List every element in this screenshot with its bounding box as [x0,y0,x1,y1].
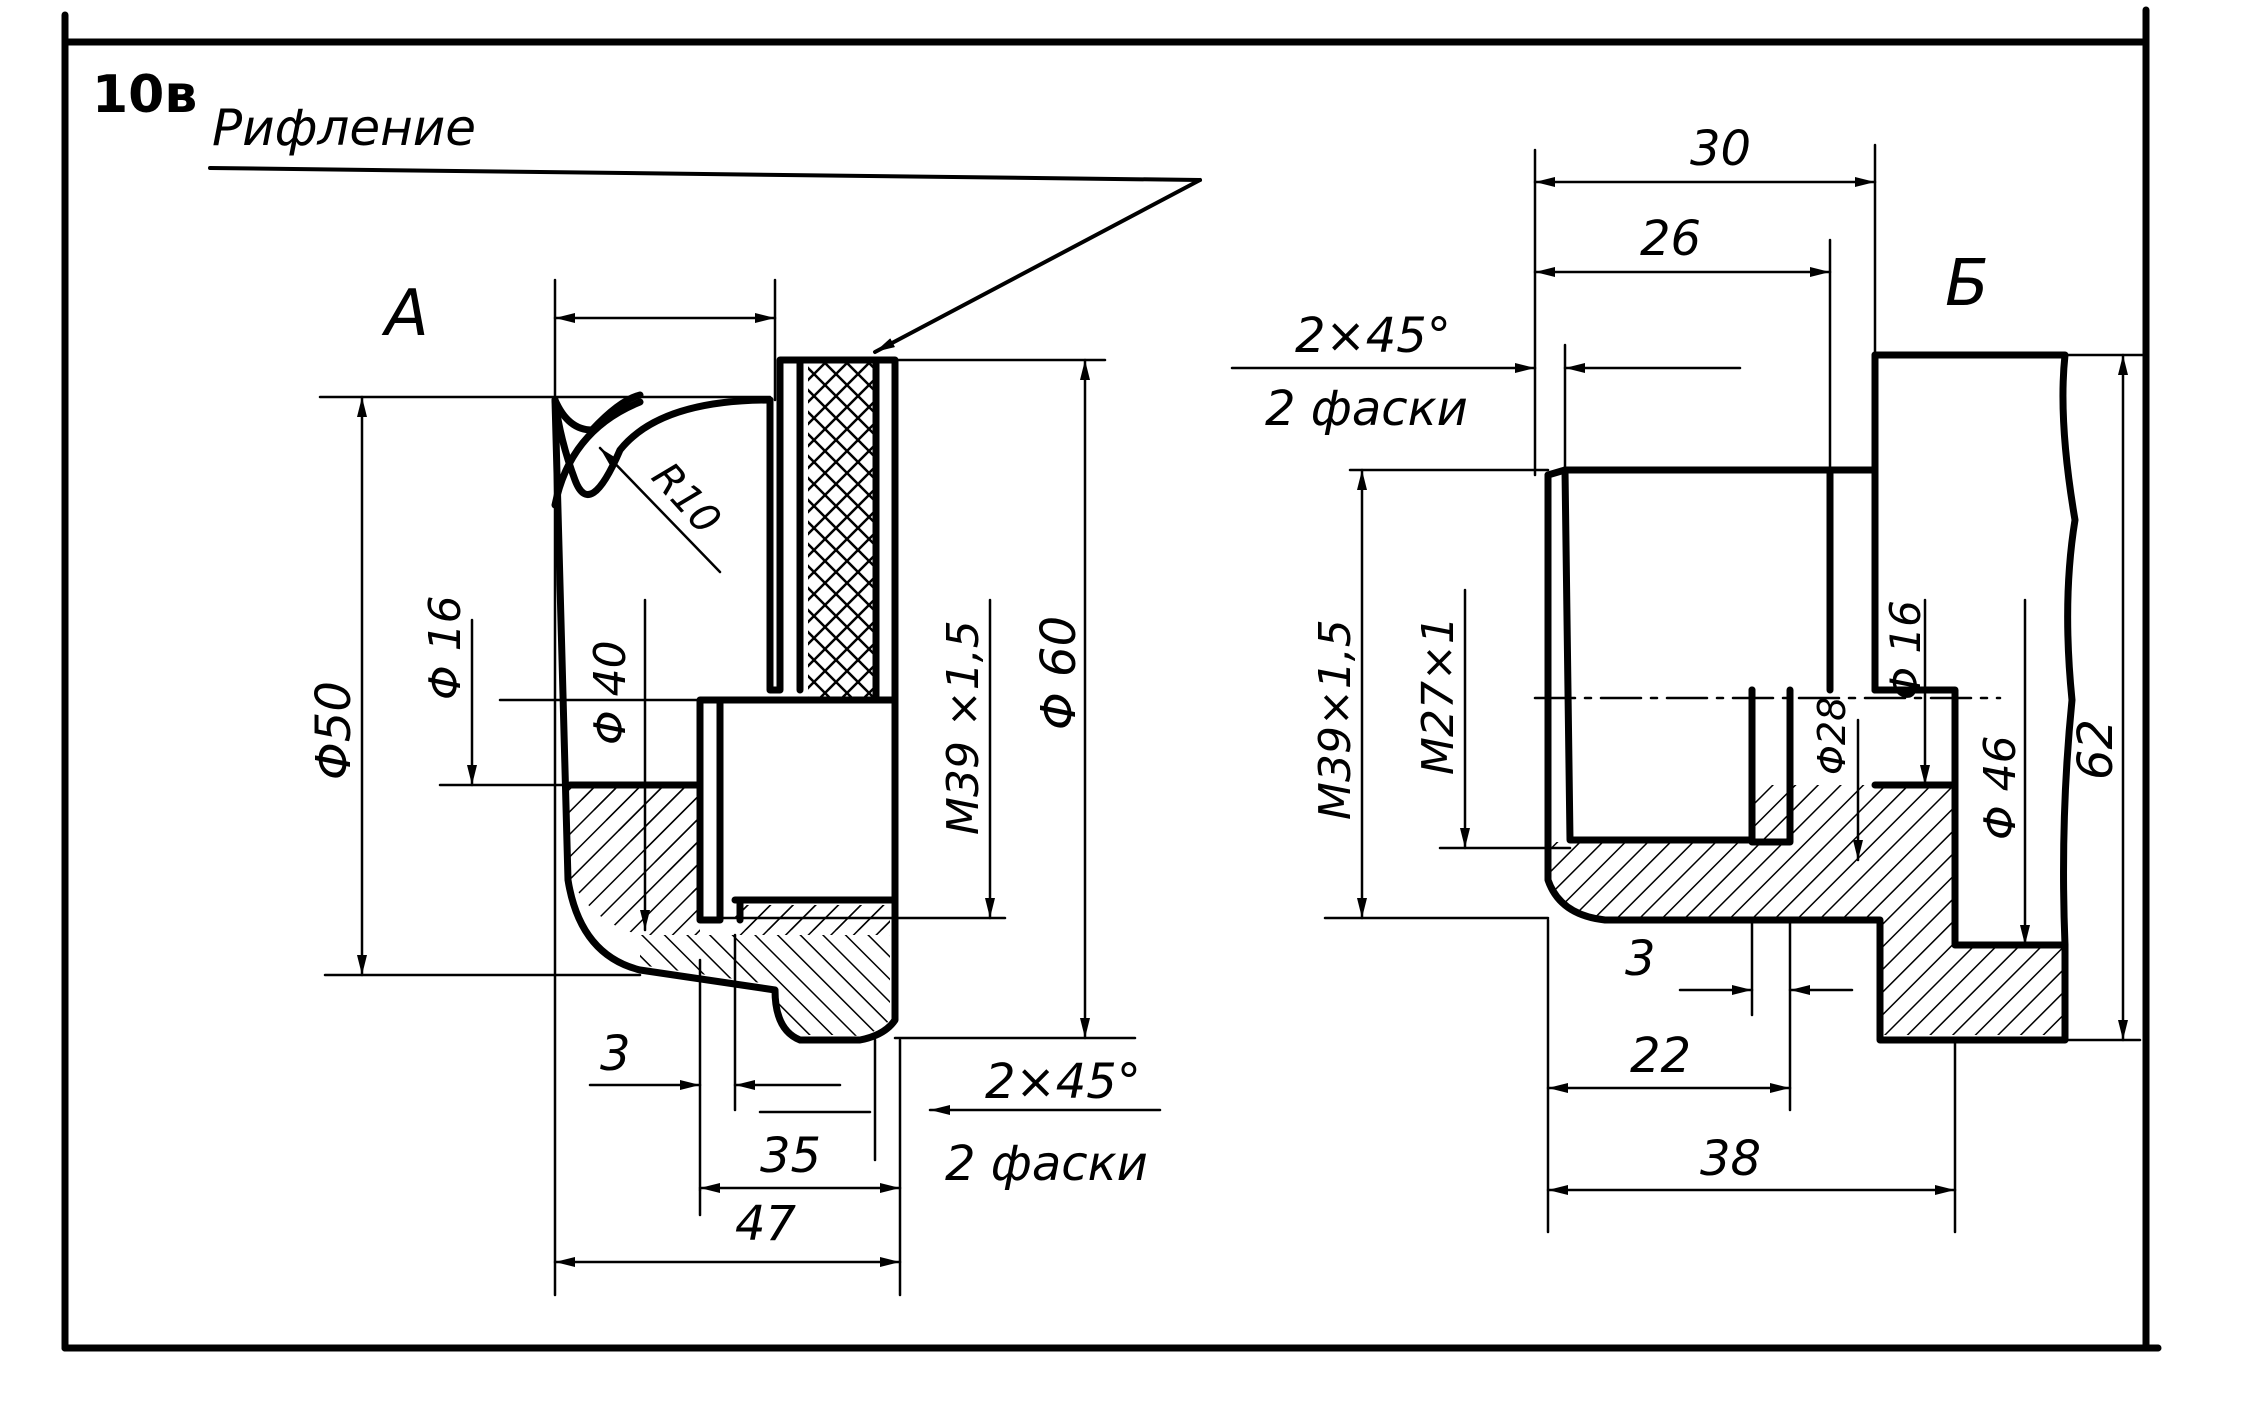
view-b-chamfer-note: 2 фаски [1265,381,1468,437]
view-b-thread-inner: M27×1 [1413,616,1464,775]
view-a-letter: А [381,277,429,351]
view-a-dim-35-label: 35 [760,1128,821,1184]
view-a-dim-47-label: 47 [735,1196,797,1252]
view-b-dia-28-label: Φ28 [1810,697,1854,775]
view-b-dim-3-label: 3 [1625,931,1656,987]
view-b-chamfer-size: 2×45° [1295,308,1451,364]
knurl-label: Рифление [212,99,476,157]
view-b: Б [1544,247,2079,1044]
view-b-dim-38-label: 38 [1700,1131,1761,1187]
view-b-dim-22-label: 22 [1630,1028,1691,1084]
view-b-dim-26-label: 26 [1640,211,1701,267]
frame [61,6,2162,1352]
view-a-dim-3-label: 3 [600,1026,631,1082]
figure-number: 10в [92,65,197,125]
knurl-leader [208,166,1202,354]
view-a-dia-40-label: Φ 40 [585,640,636,745]
view-a-dia-60-label: Φ 60 [1031,616,1087,730]
view-b-letter: Б [1945,247,1989,321]
view-b-dimensions: 30 26 2×45° 2 фаски M39×1,5 M27×1 Φ28 Φ … [1230,121,2147,1234]
view-a-knurl-section [808,360,876,700]
view-a-dia-50-label: Φ50 [306,681,362,780]
view-a-thread-label: M39 ×1,5 [938,620,989,835]
view-a-chamfer-note: 2 фаски [945,1136,1148,1192]
view-b-dim-62-label: 62 [2068,719,2124,780]
view-b-dim-30-label: 30 [1690,121,1751,177]
view-b-dia-16-label: Φ 16 [1881,600,1930,700]
view-a-radius-label: R10 [643,454,730,543]
view-a-dia-16-label: Φ 16 [420,595,471,700]
view-b-thread-outer: M39×1,5 [1310,619,1361,820]
view-b-dia-46-label: Φ 46 [1975,735,2026,840]
view-a-dimensions: R10 Φ50 Φ 16 Φ 40 M39 ×1,5 Φ 60 3 2×4 [306,278,1162,1297]
view-a-chamfer-size: 2×45° [985,1054,1141,1110]
